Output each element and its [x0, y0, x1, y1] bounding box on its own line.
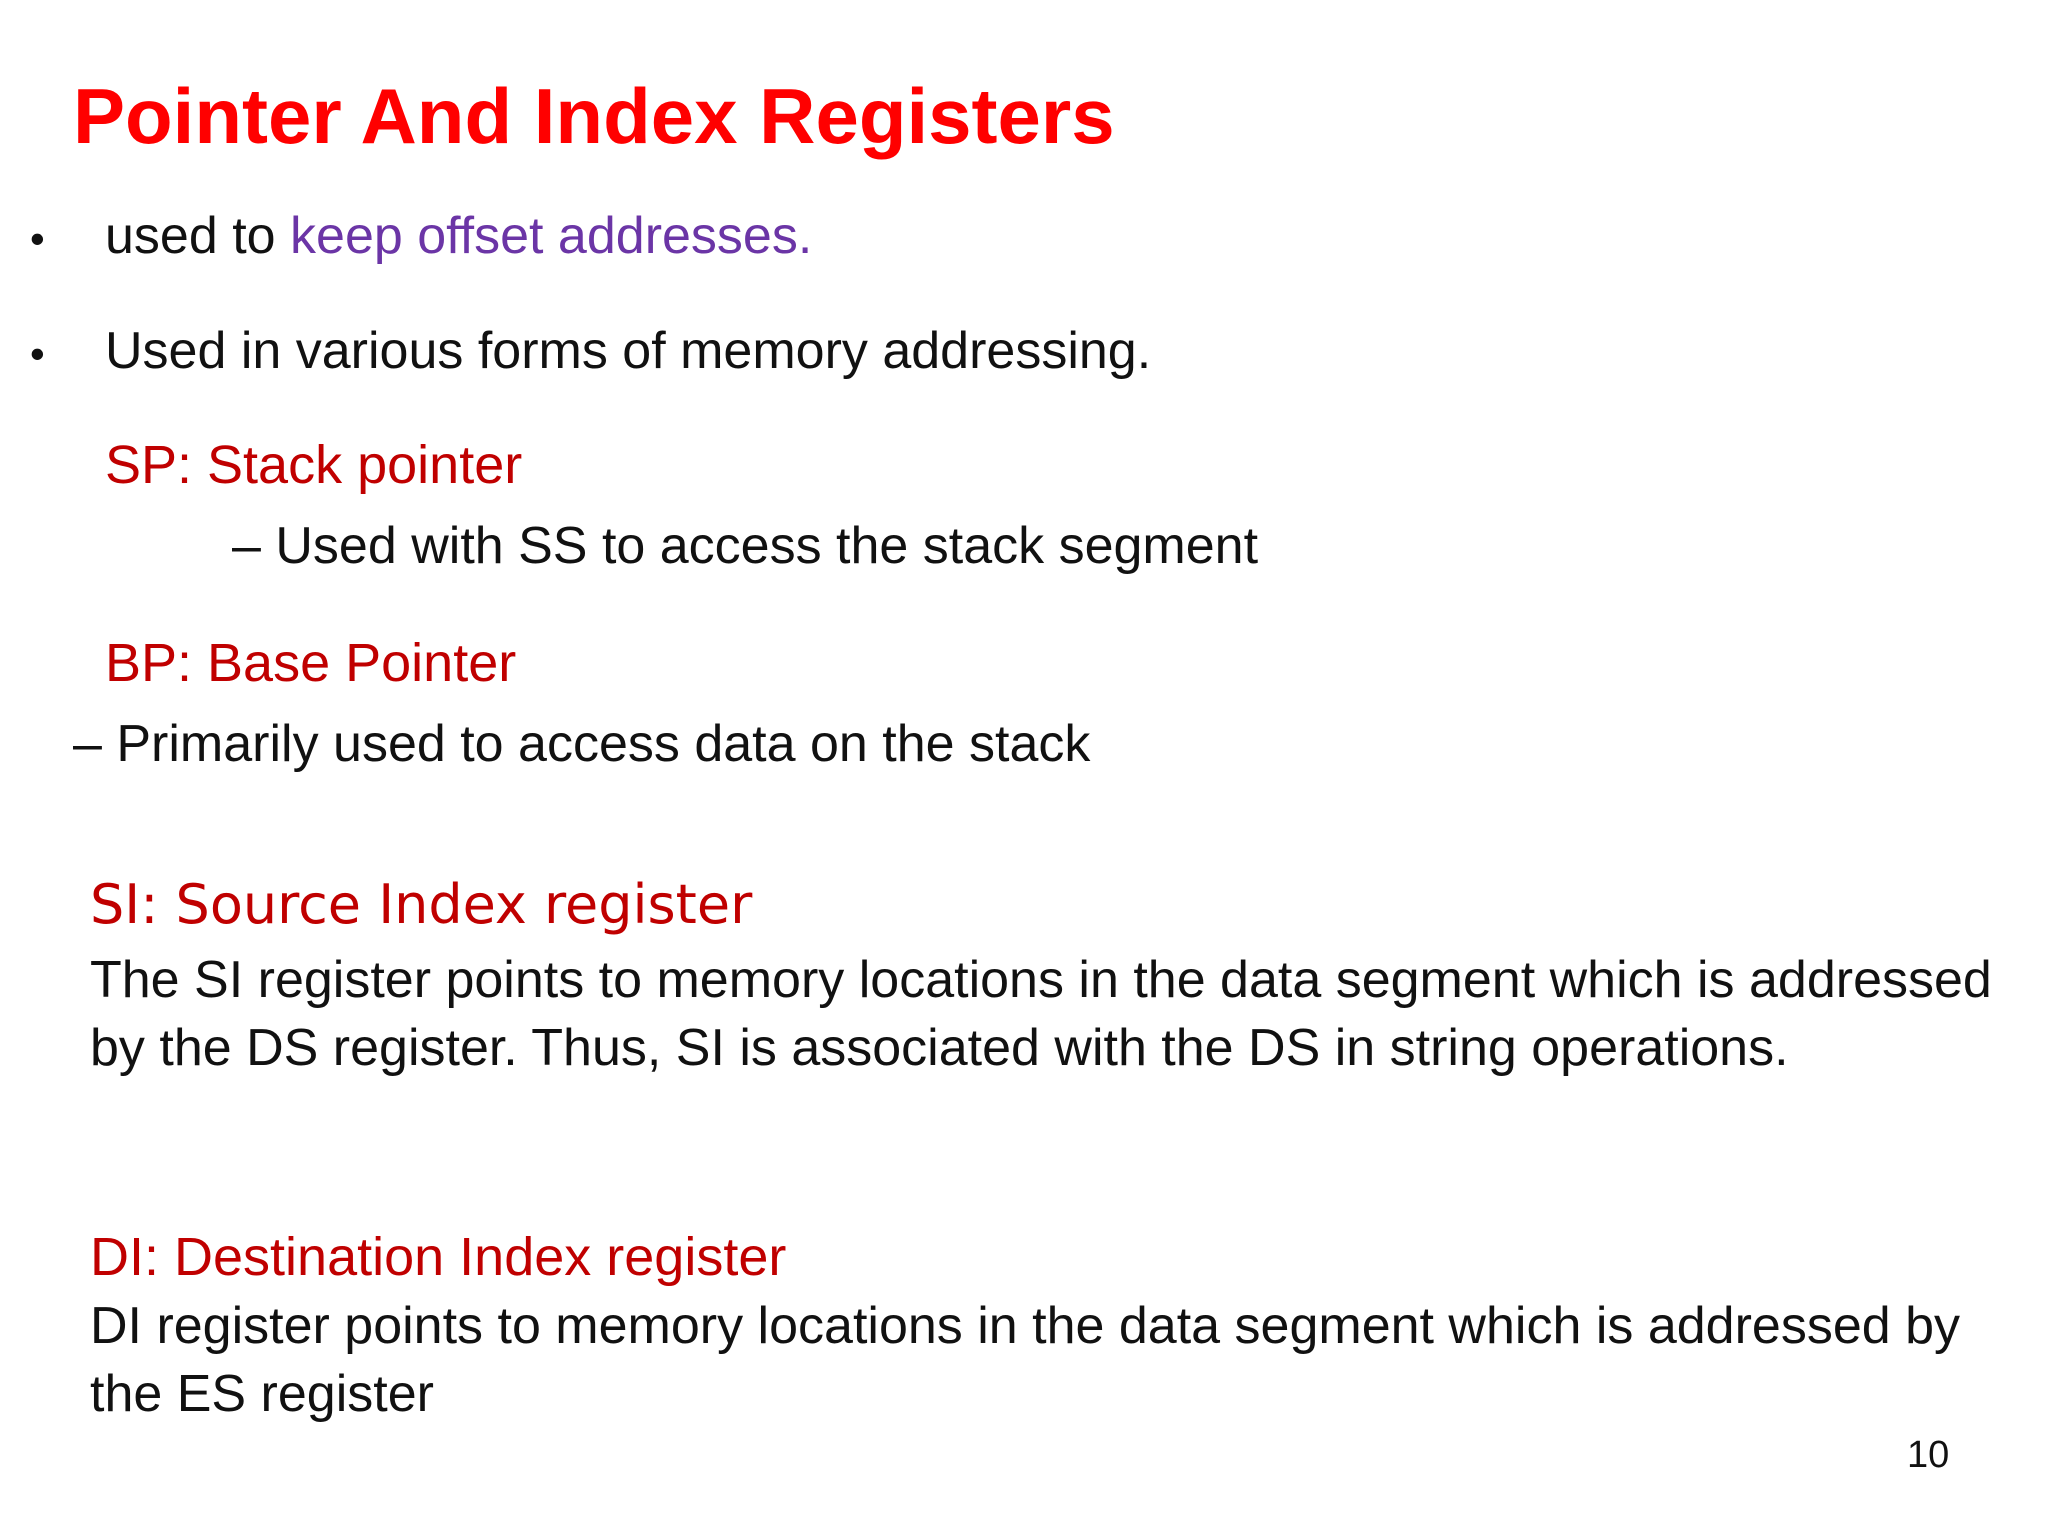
- bullet-item: Used in various forms of memory addressi…: [105, 325, 1151, 377]
- bullet-text: Used in various forms of memory addressi…: [105, 322, 1152, 380]
- bullet-item: used to keep offset addresses.: [105, 210, 812, 262]
- page-number: 10: [1907, 1434, 1950, 1476]
- sp-heading: SP: Stack pointer: [105, 435, 523, 495]
- bullet-marker: •: [30, 330, 45, 377]
- bullet-text: used to: [105, 207, 291, 265]
- di-paragraph: DI register points to memory locations i…: [90, 1297, 1961, 1423]
- bullet-highlight-text: keep offset addresses.: [290, 207, 813, 265]
- si-paragraph: The SI register points to memory locatio…: [90, 951, 1992, 1077]
- bullet-marker: •: [30, 215, 45, 262]
- bp-description: – Primarily used to access data on the s…: [73, 715, 1091, 773]
- slide-title: Pointer And Index Registers: [73, 72, 1115, 160]
- bp-heading: BP: Base Pointer: [105, 633, 517, 693]
- si-heading: SI: Source Index register: [90, 873, 753, 936]
- sp-description: – Used with SS to access the stack segme…: [232, 517, 1259, 575]
- di-heading: DI: Destination Index register: [90, 1227, 787, 1287]
